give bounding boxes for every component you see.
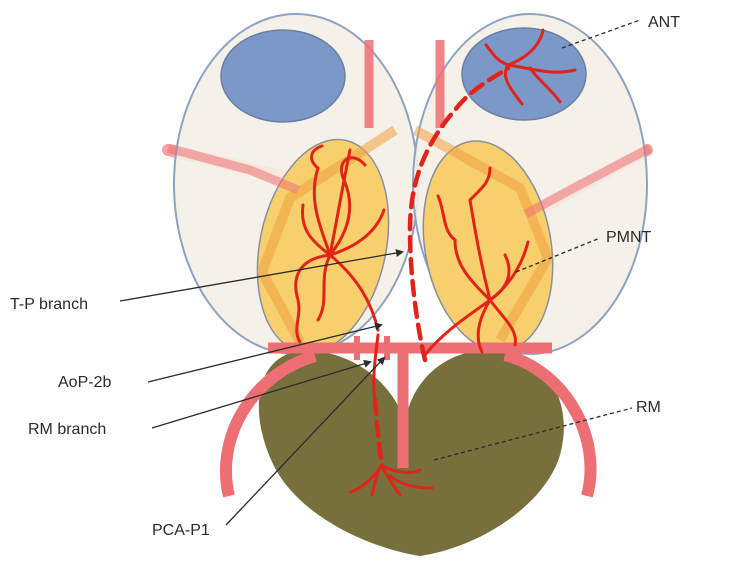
label-pmnt: PMNT — [606, 229, 652, 246]
label-aop-2b: AoP-2b — [58, 374, 111, 391]
label-rm: RM — [636, 399, 661, 416]
label-tp-branch: T-P branch — [10, 296, 88, 313]
right-ant-nucleus — [462, 28, 586, 120]
rm-nucleus — [259, 350, 564, 556]
label-pca-p1: PCA-P1 — [152, 522, 210, 539]
label-ant: ANT — [648, 14, 680, 31]
left-ant-nucleus — [221, 30, 345, 122]
label-rm-branch: RM branch — [28, 421, 106, 438]
